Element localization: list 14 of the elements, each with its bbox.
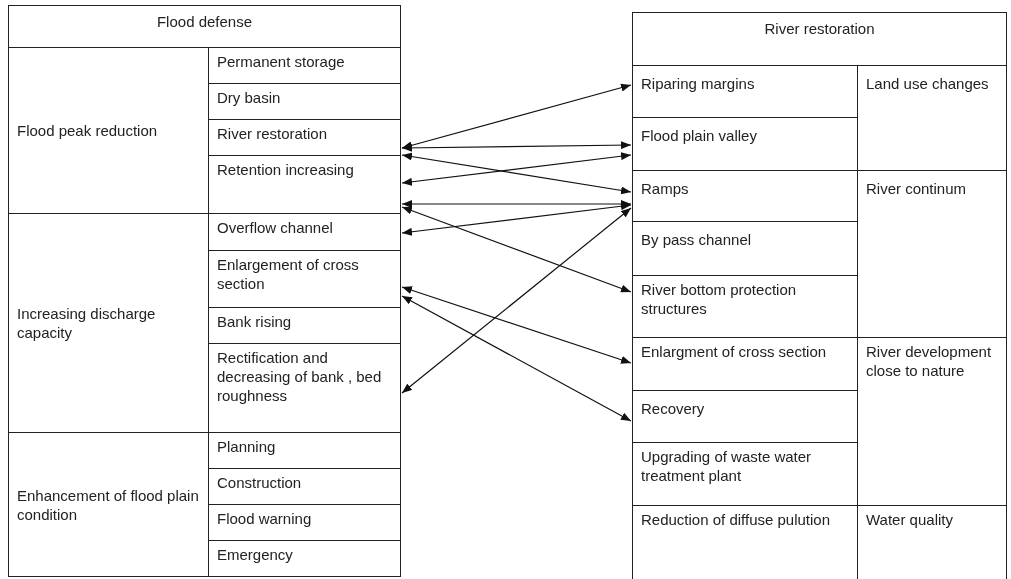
double-arrow — [401, 207, 632, 394]
double-arrow — [401, 152, 632, 195]
double-arrow — [401, 200, 632, 208]
group-cell: Enhancement of flood plain condition — [8, 432, 209, 577]
double-arrow — [401, 202, 632, 236]
table-cell: Emergency — [208, 540, 401, 577]
double-arrow — [401, 295, 632, 422]
double-arrow — [401, 141, 632, 152]
table-header: River restoration — [632, 12, 1007, 66]
double-arrow — [401, 206, 632, 293]
double-arrow — [401, 286, 632, 364]
double-arrow — [401, 83, 632, 150]
double-arrow — [401, 152, 632, 186]
table-header: Flood defense — [8, 5, 401, 48]
